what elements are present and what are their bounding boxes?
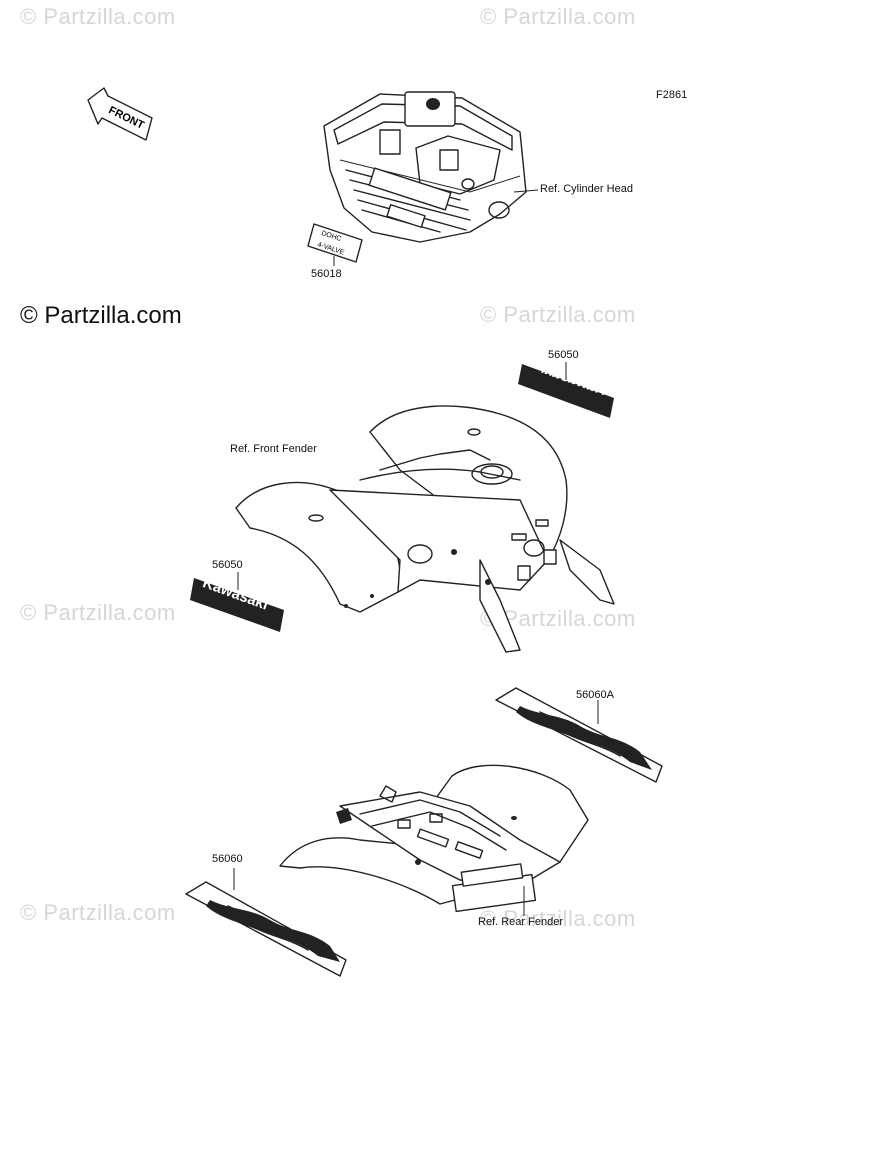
figure-code: F2861 [656, 89, 688, 101]
cylinder-head-drawing [323, 91, 539, 243]
ref-cylinder-head-label: Ref. Cylinder Head [540, 183, 633, 195]
rear-fender-drawing [279, 764, 589, 916]
watermark-bottom-right: © Partzilla.com [480, 906, 636, 931]
front-fender-drawing [235, 405, 615, 653]
decal-56018-drawing: DOHC 4-VALVE [307, 223, 363, 266]
decal-56060A-drawing [495, 687, 663, 783]
decal-56050-right-drawing: Kawasaki [518, 360, 614, 418]
watermark-mid-right: © Partzilla.com [480, 302, 636, 327]
front-arrow-icon: FRONT [87, 87, 153, 141]
watermark-top-right: © Partzilla.com [480, 4, 636, 29]
watermark-lower-left: © Partzilla.com [20, 600, 176, 625]
watermark-bottom-left: © Partzilla.com [20, 900, 176, 925]
part-56060A-label[interactable]: 56060A [576, 689, 614, 701]
decal-56060-drawing [185, 868, 347, 977]
decal-56050-left-drawing: Kawasaki [190, 572, 284, 632]
watermark-main: © Partzilla.com [20, 302, 182, 329]
part-56018-label[interactable]: 56018 [311, 268, 342, 280]
part-56050-right-label[interactable]: 56050 [548, 349, 579, 361]
watermark-top-left: © Partzilla.com [20, 4, 176, 29]
part-56050-left-label[interactable]: 56050 [212, 559, 243, 571]
ref-front-fender-label: Ref. Front Fender [230, 443, 317, 455]
ref-rear-fender-label: Ref. Rear Fender [478, 916, 563, 928]
part-56060-label[interactable]: 56060 [212, 853, 243, 865]
